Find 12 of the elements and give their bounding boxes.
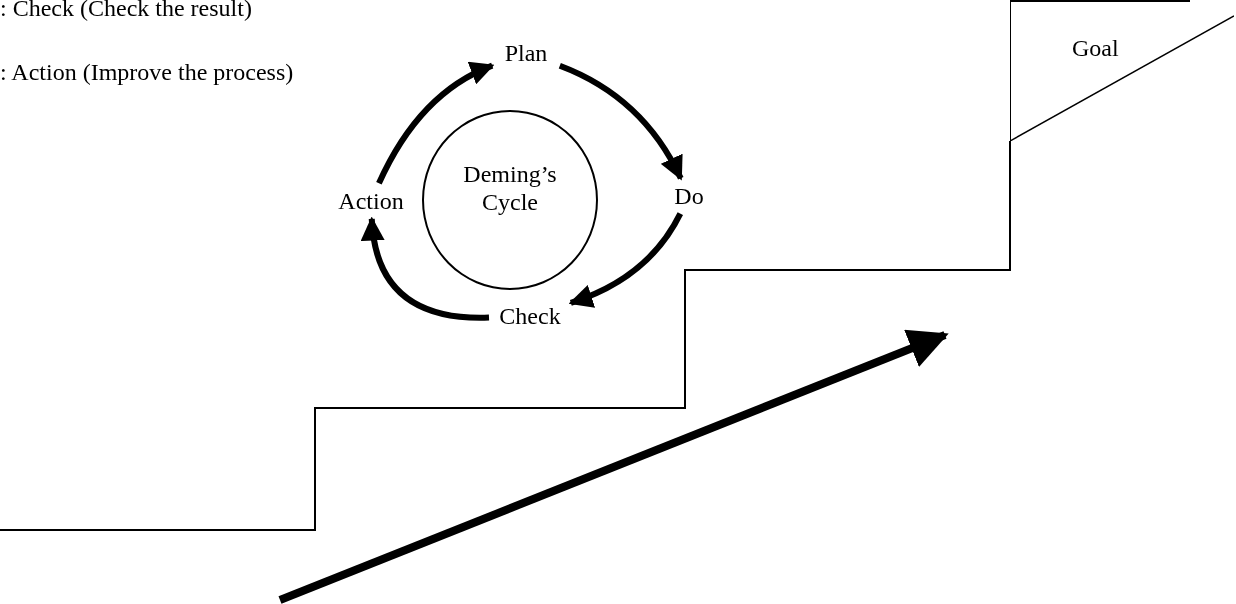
step-label: Check — [492, 301, 568, 331]
legend-note: : Action (Improve the process) — [0, 58, 294, 86]
arrow — [558, 62, 684, 181]
arrow — [361, 216, 489, 321]
legend-note: : Check (Check the result) — [0, 0, 252, 22]
step-label: Action — [326, 186, 416, 216]
step-label: Plan — [495, 38, 557, 68]
step-label: Do — [670, 181, 708, 211]
arrow — [376, 62, 495, 185]
cycle-circle: Deming’s Cycle — [422, 110, 598, 290]
arrow — [568, 212, 683, 308]
goal-step: Goal — [1010, 0, 1234, 141]
